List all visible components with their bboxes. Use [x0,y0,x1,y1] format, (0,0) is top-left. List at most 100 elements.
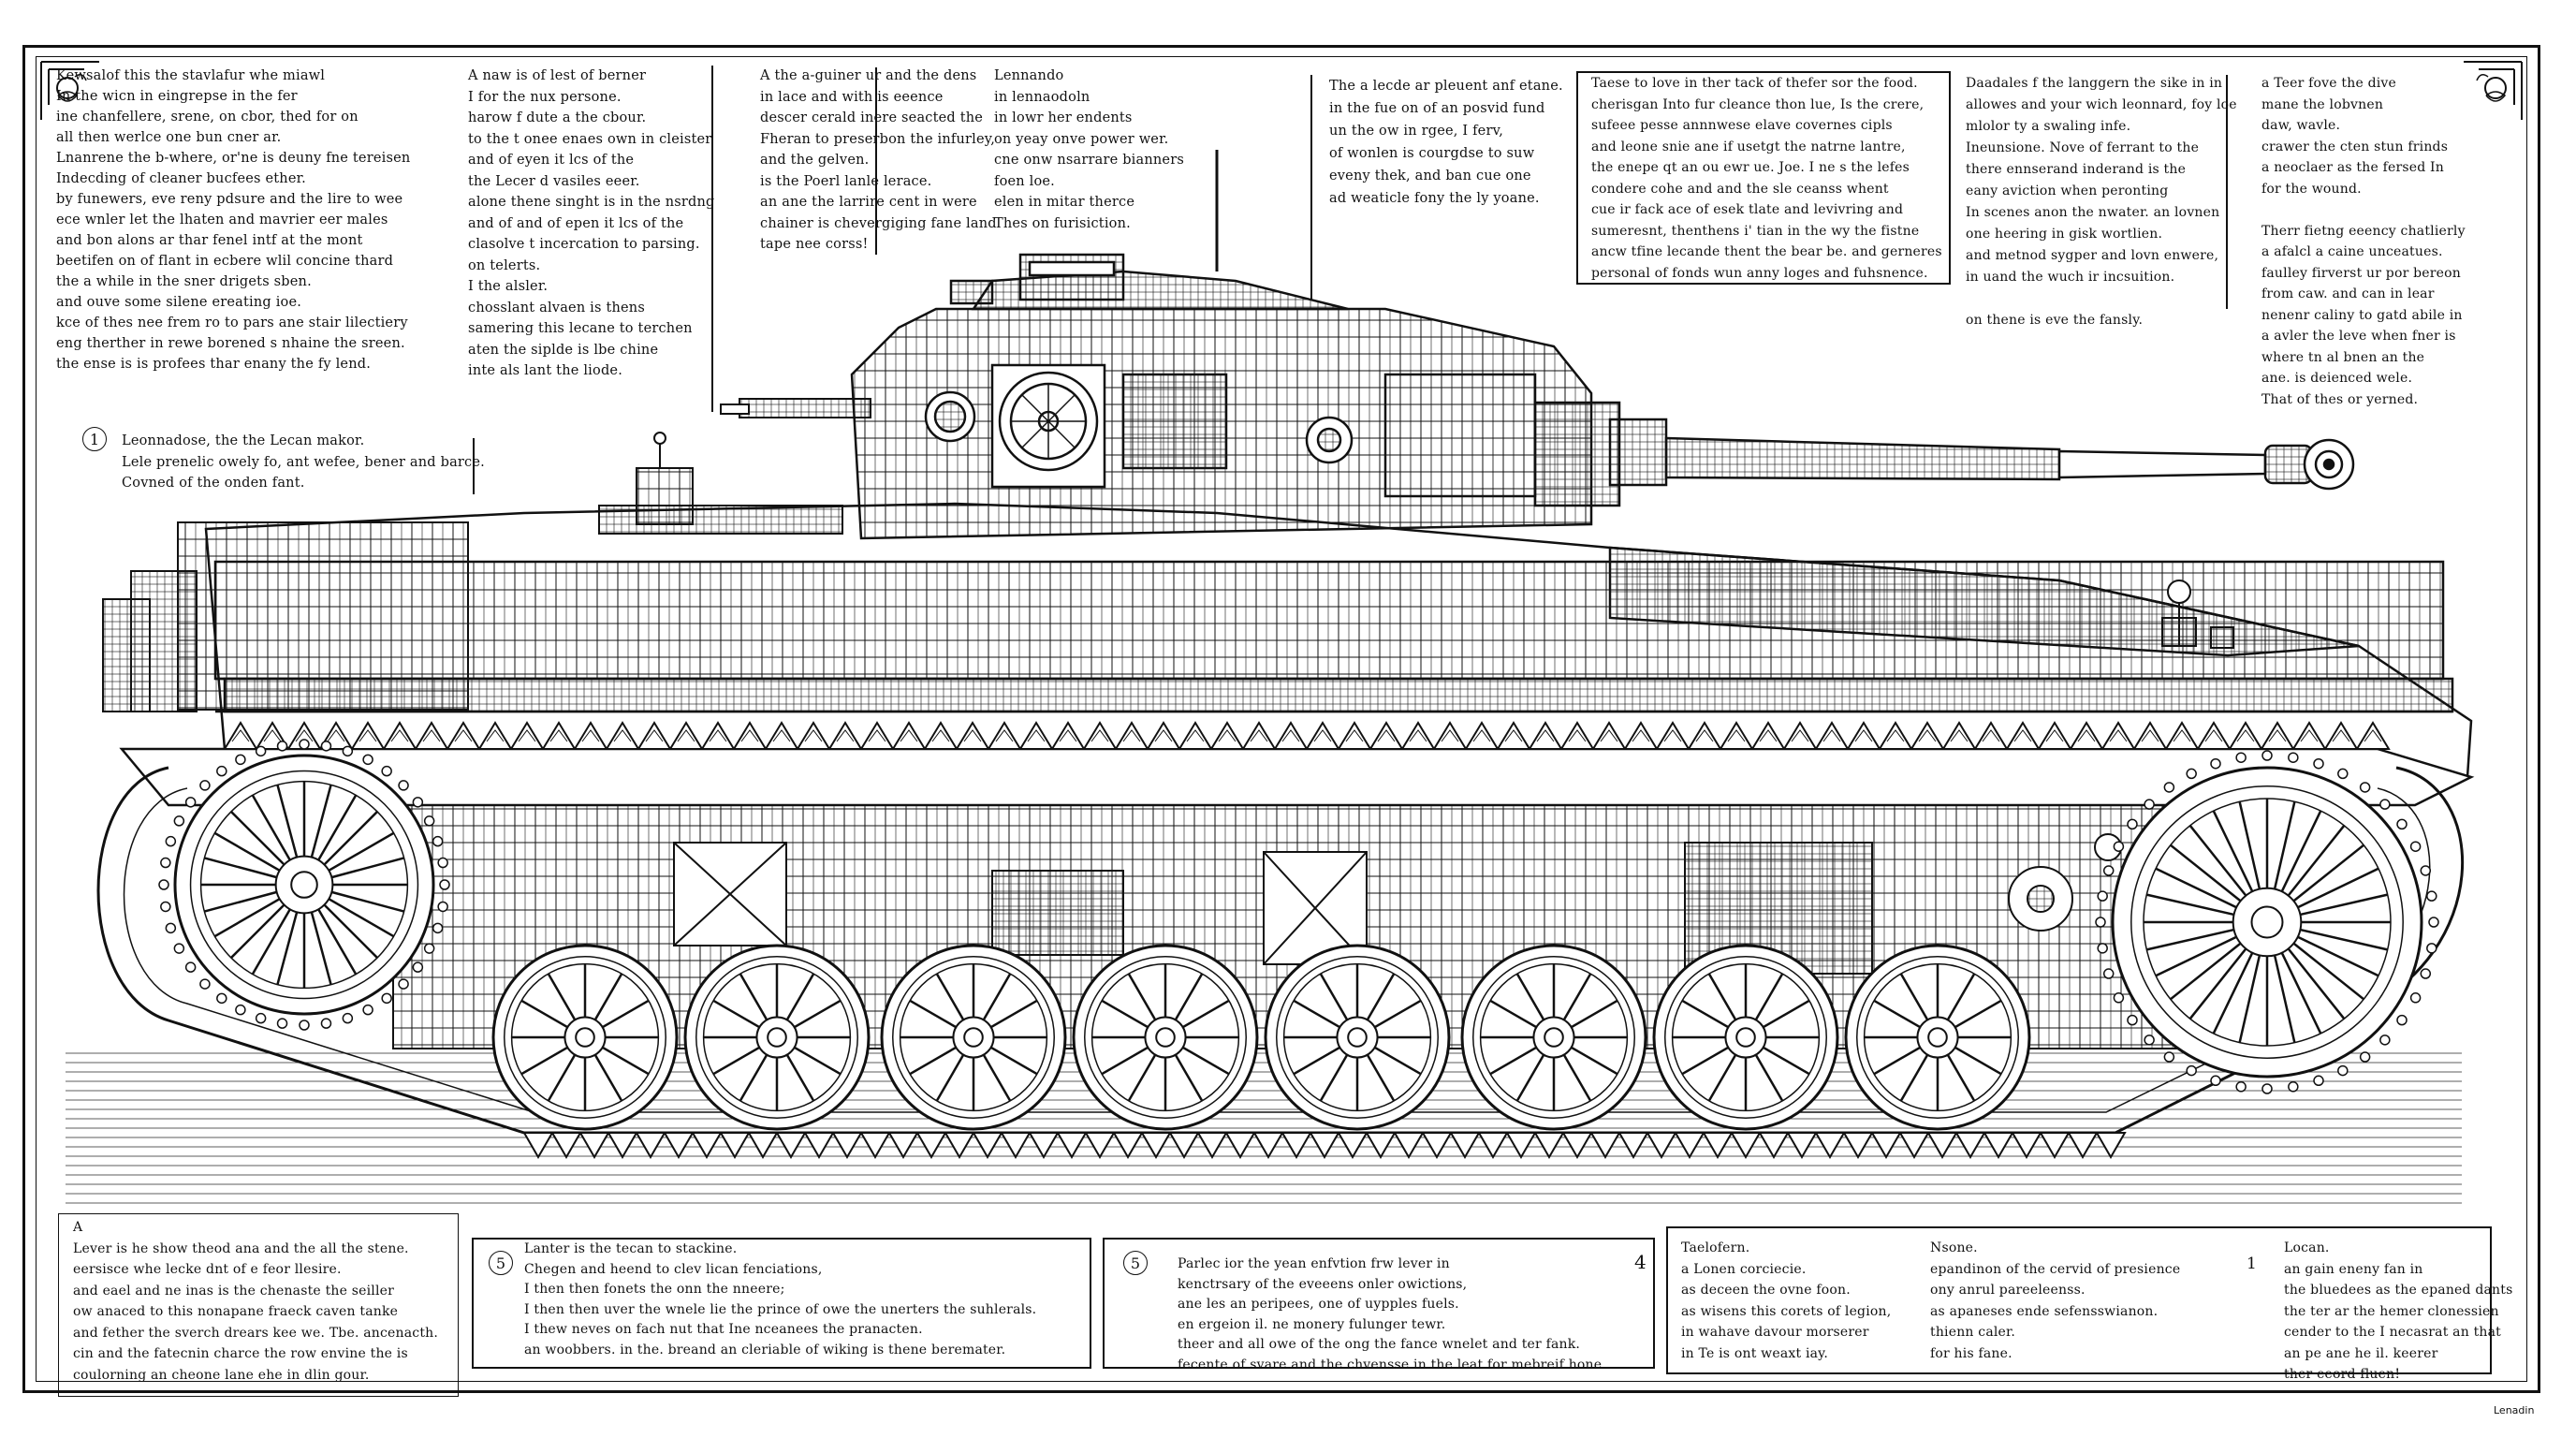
track-tooth-detail [518,729,536,742]
track-tooth-detail [1822,729,1841,742]
track-tooth [1898,1132,1930,1160]
track-tooth [1687,721,1722,750]
track-tooth [1393,1132,1425,1160]
sprocket-tooth [2420,968,2432,979]
track-tooth-detail [709,729,727,742]
track-tooth [1281,1132,1312,1160]
signature: Lenadin [2494,1404,2535,1416]
track-tooth [1870,1132,1902,1160]
track-tooth-detail [581,729,600,742]
track-tooth [573,721,608,750]
sprocket-tooth [184,797,197,808]
road-wheel [880,944,1067,1131]
sprocket-tooth [2127,1014,2138,1026]
track-tooth-detail [1727,729,1746,742]
note-top-3: A the a-guiner ur and the dens in lace a… [760,68,997,252]
track-tooth [2355,721,2391,750]
sprocket-tooth [2409,841,2422,852]
track-tooth [414,721,449,750]
sprocket-tooth [2337,768,2349,780]
track-tooth [2132,721,2168,750]
sprocket-tooth [2409,992,2422,1004]
track-tooth-detail [1027,729,1046,742]
track-tooth-detail [995,729,1014,742]
track-tooth [1421,1132,1453,1160]
note-box-bottom [1103,1238,1655,1369]
track-tooth [1432,721,1468,750]
sprocket-tooth [320,1018,332,1029]
track-tooth [1449,1132,1481,1160]
track-tooth-detail [1154,729,1173,742]
track-tooth [1674,1132,1705,1160]
track-tooth [1533,1132,1565,1160]
track-tooth-detail [1345,729,1364,742]
track-tooth [732,721,768,750]
track-tooth-detail [1632,729,1650,742]
sprocket-tooth [320,741,332,752]
track-tooth-detail [327,729,345,742]
track-tooth [1589,1132,1621,1160]
sprocket-tooth [173,943,185,954]
sprocket-tooth [2210,1075,2221,1087]
sprocket-tooth [423,943,435,954]
track-tooth [1528,721,1563,750]
note-top-7: Daadales f the langgern the sike in in a… [1966,76,2237,328]
track-tooth [1623,721,1659,750]
track-tooth [2069,721,2104,750]
track-tooth-detail [454,729,473,742]
sprocket-tooth [398,780,409,791]
track-tooth-detail [2204,729,2223,742]
sprocket-tooth [2102,865,2115,876]
track-tooth-detail [868,729,886,742]
track-tooth [2011,1132,2042,1160]
track-tooth [1878,721,1913,750]
track-tooth-detail [2332,729,2350,742]
sprocket-tooth [2261,1083,2273,1094]
track-tooth [887,1132,919,1160]
track-tooth [1196,1132,1228,1160]
track-tooth [550,1132,582,1160]
track-tooth-detail [359,729,377,742]
track-tooth [1305,721,1340,750]
track-tooth [1146,721,1181,750]
note-bottom-5: Nsone. epandinon of the cervid of presie… [1930,1240,2181,1361]
note-side-1: Leonnadose, the the Lecan makor. Lele pr… [122,433,485,491]
track-tooth [747,1132,779,1160]
note-top-6: Taese to love in ther tack of thefer sor… [1591,76,1942,281]
track-tooth [1050,721,1086,750]
track-tooth-detail [1377,729,1396,742]
sprocket-tooth [2428,917,2439,928]
track-tooth [1758,1132,1790,1160]
track-tooth-detail [2045,729,2064,742]
track-tooth [1910,721,1945,750]
track-tooth [2067,1132,2099,1160]
track-tooth [1028,1132,1060,1160]
sprocket-tooth [165,922,177,934]
track-tooth [1477,1132,1509,1160]
track-tooth-detail [1759,729,1778,742]
sprocket-tooth [2379,1034,2391,1046]
hull-deck [204,502,2473,779]
track-tooth-detail [1886,729,1905,742]
sprocket-tooth [2288,1081,2299,1093]
track-tooth [1112,1132,1144,1160]
track-tooth [827,721,863,750]
track-tooth-detail [2236,729,2255,742]
track-top [119,721,2475,807]
track-tooth [2039,1132,2071,1160]
leader-line [473,438,475,494]
track-tooth-detail [1982,729,2000,742]
track-tooth-detail [2109,729,2128,742]
track-tooth [1273,721,1309,750]
track-tooth [1842,1132,1874,1160]
track-tooth-detail [295,729,314,742]
sprocket-tooth [173,815,185,827]
track-tooth [1309,1132,1340,1160]
sprocket-tooth [2095,917,2106,928]
track-tooth [382,721,417,750]
track-tooth-detail [422,729,441,742]
sprocket-tooth [2337,1064,2349,1077]
sprocket-tooth [216,992,227,1005]
road-wheel [1264,944,1451,1131]
